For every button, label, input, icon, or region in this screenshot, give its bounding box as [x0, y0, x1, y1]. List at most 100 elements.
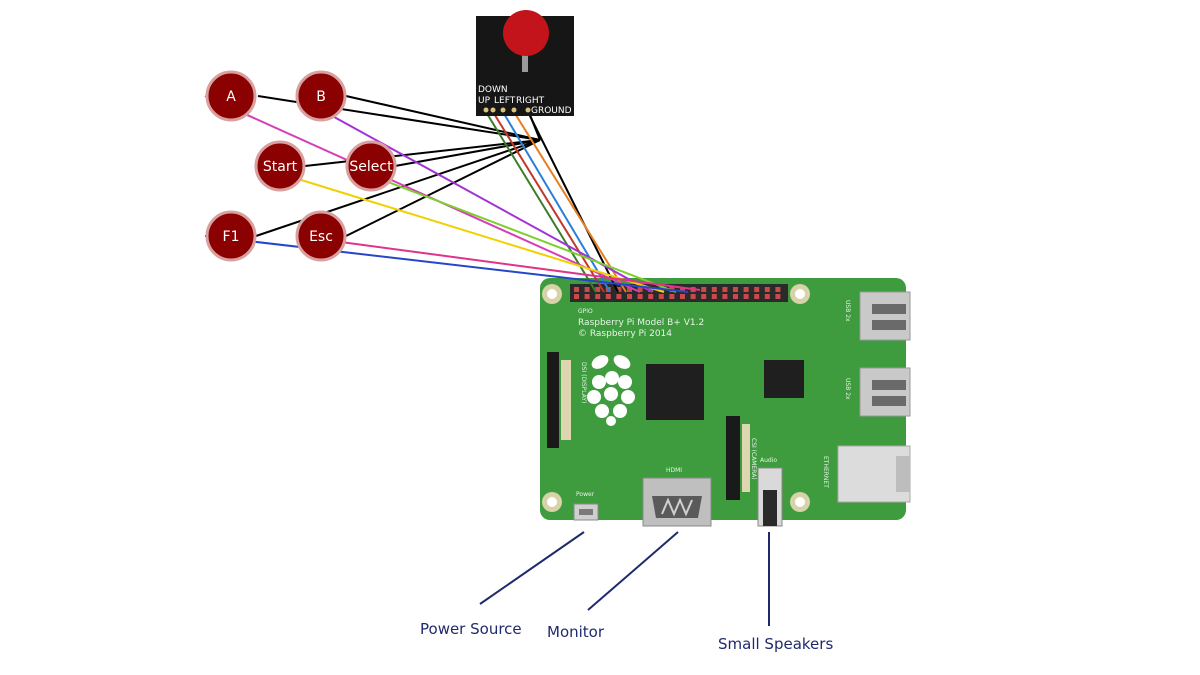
csi-connector: [726, 416, 740, 500]
callout-small-speakers: Small Speakers: [718, 635, 833, 653]
button-select-label: Select: [349, 159, 393, 175]
wire-start-ground: [304, 139, 541, 167]
gpio-pin: [711, 287, 717, 292]
gpio-pin: [574, 294, 579, 299]
gpio-pin: [658, 294, 664, 299]
raspberry-pi-board: GPIO Raspberry Pi Model B+ V1.2 © Raspbe…: [540, 278, 911, 527]
gpio-pin: [637, 294, 643, 299]
wire-select-ground: [394, 139, 541, 167]
gpio-pin: [733, 287, 738, 292]
joystick-down-label: DOWN: [478, 85, 508, 95]
wire-right: [513, 111, 627, 293]
wire-start-signal: [255, 165, 665, 293]
gpio-pin: [627, 294, 632, 299]
button-a[interactable]: A: [205, 70, 257, 122]
button-esc[interactable]: Esc: [295, 210, 347, 262]
gpio-pin: [595, 294, 601, 299]
joystick-module: DOWN UP LEFT RIGHT GROUND: [476, 10, 574, 116]
joystick-up-label: UP: [478, 96, 491, 106]
gpio-pin: [648, 294, 654, 299]
callout-power-source: Power Source: [420, 620, 522, 638]
gpio-pin: [764, 294, 770, 299]
gpio-pin: [669, 294, 675, 299]
ethernet-label: ETHERNET: [822, 456, 829, 488]
button-start[interactable]: Start: [254, 140, 306, 192]
gpio-pin: [680, 294, 685, 299]
callout-monitor: Monitor: [547, 623, 605, 641]
button-select[interactable]: Select: [345, 140, 397, 192]
gpio-pin: [701, 294, 707, 299]
joystick-ground-label: GROUND: [531, 106, 572, 116]
usb2-label: USB 2x: [844, 378, 851, 400]
dsi-label: DSI (DISPLAY): [580, 362, 587, 403]
ethernet-port: [837, 445, 911, 503]
callouts: Power Source Monitor Small Speakers: [420, 531, 833, 653]
wire-select-signal: [345, 165, 677, 293]
button-f1-label: F1: [223, 229, 240, 245]
gpio-pin: [754, 294, 760, 299]
gpio-label: GPIO: [578, 308, 593, 315]
gpio-pin: [754, 287, 760, 292]
wire-up: [492, 111, 605, 293]
wire-f1-signal: [204, 235, 689, 293]
button-b-label: B: [316, 89, 326, 105]
button-esc-label: Esc: [309, 229, 333, 245]
wire-esc-ground: [345, 139, 541, 237]
dsi-connector: [547, 352, 559, 448]
gpio-pin: [690, 294, 696, 299]
gpio-pin: [775, 294, 781, 299]
audio-label: Audio: [760, 457, 777, 464]
joystick-ball: [503, 10, 549, 56]
joystick-pins: [483, 107, 531, 113]
wire-esc-signal: [295, 235, 701, 291]
usb-port-2: [859, 367, 911, 417]
gpio-pin: [627, 287, 632, 292]
hdmi-label: HDMI: [666, 467, 682, 474]
board-model-text: Raspberry Pi Model B+ V1.2: [578, 318, 704, 328]
gpio-pin: [605, 294, 611, 299]
button-start-label: Start: [263, 159, 298, 175]
button-f1[interactable]: F1: [205, 210, 257, 262]
gpio-pin: [616, 287, 622, 292]
csi-label: CSI (CAMERA): [750, 438, 757, 480]
wire-ground-gpio: [527, 111, 619, 293]
usb-port-1: [859, 291, 911, 341]
wires: [204, 95, 701, 293]
gpio-pin: [722, 294, 728, 299]
joystick-shaft: [522, 44, 528, 72]
callout-line-monitor: [587, 531, 679, 611]
gpio-pin: [722, 287, 728, 292]
joystick-right-label: RIGHT: [516, 96, 545, 106]
raspberry-logo-icon: [587, 355, 635, 426]
gpio-pin: [733, 294, 738, 299]
gpio-pin: [616, 294, 622, 299]
gpio-pin: [711, 294, 717, 299]
callout-line-power: [479, 531, 585, 605]
soc-chip: [646, 364, 704, 420]
gpio-pin: [701, 287, 707, 292]
wire-b-ground: [345, 95, 541, 141]
gpio-pin: [584, 294, 590, 299]
usb-controller-chip: [764, 360, 804, 398]
gpio-pin: [637, 287, 643, 292]
gpio-pin: [595, 287, 601, 292]
usb1-label: USB 2x: [844, 300, 851, 322]
wire-left: [502, 111, 611, 293]
gpio-pin: [775, 287, 781, 292]
gpio-pin: [743, 287, 749, 292]
button-b[interactable]: B: [295, 70, 347, 122]
gpio-pin: [743, 294, 749, 299]
joystick-left-label: LEFT: [494, 96, 516, 106]
button-a-label: A: [226, 89, 236, 105]
wire-a-signal: [204, 95, 641, 293]
gpio-pin: [584, 287, 590, 292]
gpio-pin: [764, 287, 770, 292]
gpio-pin: [680, 287, 685, 292]
power-label: Power: [576, 491, 595, 498]
board-copyright-text: © Raspberry Pi 2014: [578, 329, 672, 339]
gpio-pin: [574, 287, 579, 292]
wire-down: [485, 111, 597, 293]
arcade-buttons: A B Start Select F1 Esc: [205, 70, 397, 262]
board-pcb: [540, 278, 906, 520]
